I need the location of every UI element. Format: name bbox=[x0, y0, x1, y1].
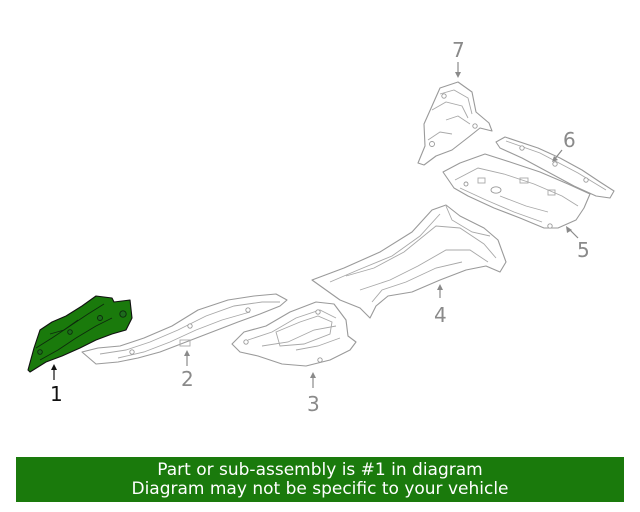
part-4-tunnel-heat-shield bbox=[311, 204, 507, 319]
callout-7: 7 bbox=[452, 38, 465, 62]
part-3-center-heat-shield bbox=[231, 301, 357, 367]
callout-1: 1 bbox=[50, 382, 63, 406]
leader-arrow-7 bbox=[455, 72, 461, 78]
callout-3: 3 bbox=[307, 392, 320, 416]
banner-line-2: Diagram may not be specific to your vehi… bbox=[131, 478, 509, 499]
part-5-rear-floor-shield bbox=[442, 153, 591, 229]
leader-arrow-6 bbox=[552, 156, 558, 162]
part-6-rear-bracket-shield bbox=[495, 136, 615, 199]
part-2-long-tunnel-shield bbox=[81, 293, 288, 365]
banner-line-1: Part or sub-assembly is #1 in diagram bbox=[157, 459, 483, 480]
part-1-highlighted-heat-shield bbox=[27, 295, 133, 373]
callout-4: 4 bbox=[434, 303, 447, 327]
leader-arrow-2 bbox=[184, 350, 190, 356]
part-7-upper-rear-shield bbox=[417, 81, 493, 166]
callout-6: 6 bbox=[563, 128, 576, 152]
callout-2: 2 bbox=[181, 367, 194, 391]
leader-arrow-3 bbox=[310, 372, 316, 378]
callout-5: 5 bbox=[577, 238, 590, 262]
info-banner: Part or sub-assembly is #1 in diagram Di… bbox=[16, 457, 624, 502]
leader-arrow-4 bbox=[437, 284, 443, 290]
leader-arrow-5 bbox=[566, 226, 572, 233]
leader-arrow-1 bbox=[51, 364, 57, 370]
